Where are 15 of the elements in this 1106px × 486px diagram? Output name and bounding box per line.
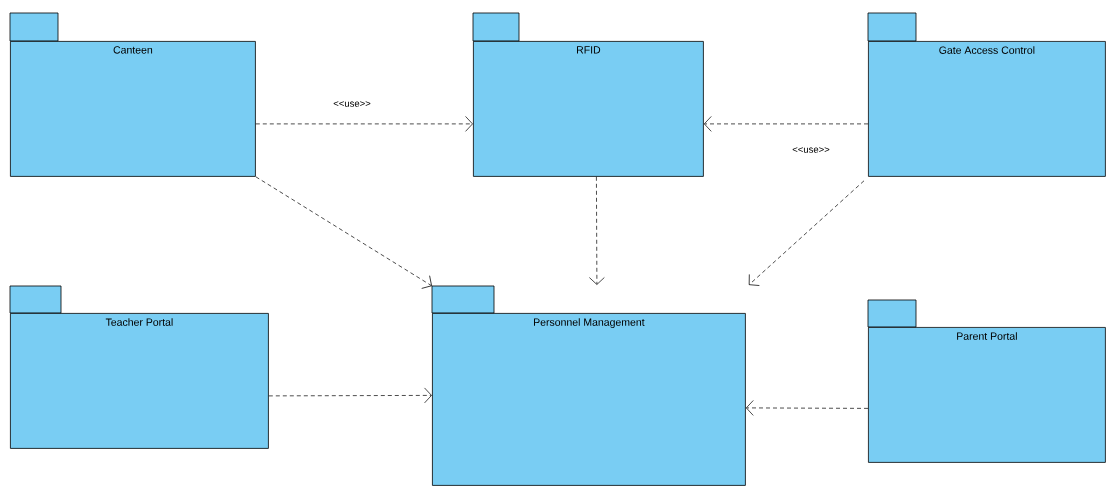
dependency-arrow [748,180,865,286]
package-box: RFID [472,12,704,177]
dependency-arrow [703,116,869,132]
package-box: Gate Access Control [867,12,1106,177]
edge-label: <<use>> [791,146,831,154]
dependency-arrow [589,176,605,285]
package-box: Parent Portal [867,299,1106,463]
dependency-arrow [268,387,432,404]
package-box: Teacher Portal [9,285,269,449]
dependency-arrow [255,116,473,132]
package-box: Canteen [9,12,256,177]
dependency-arrow [255,176,432,289]
package-box: Personnel Management [431,285,746,486]
dependency-arrow [745,400,869,416]
edge-label: <<use>> [332,100,372,108]
